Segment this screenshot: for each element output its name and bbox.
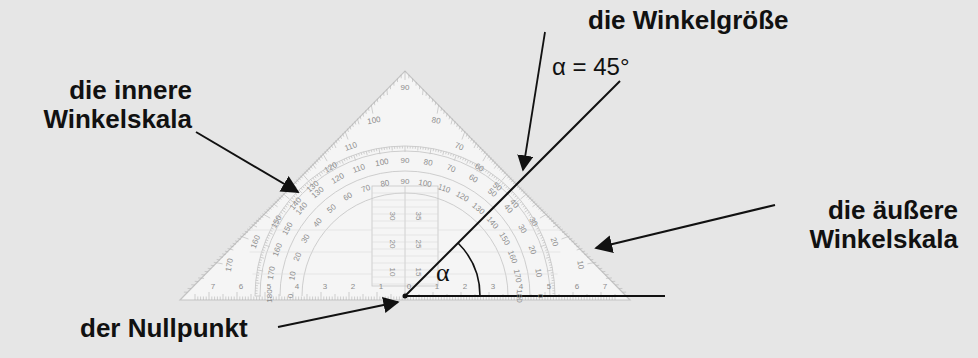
inner-scale-number: 80	[423, 158, 433, 167]
inner-scale-number: 90	[401, 178, 410, 186]
angle-symbol: α	[436, 258, 466, 287]
inner-scale-number: 70	[360, 184, 371, 195]
ruler-number: 7	[603, 283, 607, 291]
inner-scale-number: 110	[437, 183, 452, 195]
inner-scale-number: 20	[527, 244, 538, 255]
ruler-number: 4	[519, 283, 523, 291]
outer-scale-number: 60	[473, 162, 485, 173]
ruler-number: 1	[379, 283, 383, 291]
outer-scale-number: 160	[250, 234, 262, 249]
callout-label: die innere Winkelskala	[14, 76, 192, 134]
ruler-number: 20	[388, 240, 396, 249]
leader-line	[278, 302, 398, 327]
scale-ticks	[184, 71, 626, 300]
ruler-number: 7	[211, 283, 215, 291]
inner-scale-number: 30	[301, 233, 312, 245]
ruler-number: 0	[407, 283, 411, 291]
inner-scale-number: 120	[330, 172, 346, 186]
angle-leg	[405, 295, 665, 297]
inner-scale-number: 10	[288, 271, 297, 281]
ruler-number: 25	[414, 240, 422, 249]
inner-scale-number: 40	[312, 217, 324, 229]
inner-scale-number: 150	[497, 231, 511, 247]
inner-scale-number: 130	[471, 201, 486, 216]
centre-ruler	[372, 186, 438, 296]
leader-line	[196, 132, 298, 192]
outer-scale-number: 70	[454, 142, 465, 153]
inner-scale-arcs	[255, 146, 555, 296]
inner-scale-number: 180	[266, 289, 274, 302]
ruler-number: 3	[491, 283, 495, 291]
inner-scale-number: 60	[342, 192, 354, 203]
callout-label: die äußere Winkelskala	[780, 196, 958, 254]
set-square	[180, 71, 630, 300]
inner-scale-number: 170	[267, 265, 277, 280]
angle-leg	[405, 81, 620, 296]
outer-scale-number: 80	[431, 117, 441, 126]
inner-scale-number: 90	[401, 157, 410, 165]
callout-label: die Winkelgröße	[588, 6, 928, 35]
outer-scale-number: 10	[575, 260, 584, 270]
outer-scale-number: 110	[343, 141, 358, 153]
inner-scale-number: 170	[512, 269, 522, 284]
inner-scale-number: 110	[351, 163, 366, 175]
ruler-number: 6	[239, 283, 243, 291]
inner-scale-number: 140	[485, 215, 500, 230]
ruler-number: 15	[414, 268, 422, 277]
ruler-number: 2	[463, 283, 467, 291]
angle-value: α = 45°	[552, 54, 702, 81]
ruler-grid	[247, 193, 563, 284]
inner-scale-number: 0	[287, 294, 295, 298]
inner-scale-number: 180	[515, 289, 523, 302]
ruler-number: 5	[267, 283, 271, 291]
outer-scale-number: 100	[367, 116, 382, 126]
ruler-number: 4	[295, 283, 299, 291]
inner-scale-number: 120	[454, 190, 470, 204]
outer-scale-number: 30	[527, 216, 538, 228]
inner-scale-number: 80	[380, 179, 390, 188]
inner-scale-number: 60	[467, 173, 479, 184]
outer-scale-number: 20	[549, 236, 560, 247]
ruler-number: 10	[388, 268, 396, 277]
callout-label: der Nullpunkt	[80, 314, 280, 343]
ruler-number: 2	[351, 283, 355, 291]
leader-line	[523, 32, 545, 170]
inner-scale-number: 50	[326, 203, 338, 215]
inner-scale-number: 150	[281, 221, 295, 237]
ruler-number: 30	[388, 212, 396, 221]
outer-scale-number: 170	[225, 258, 235, 273]
outer-scale-number: 90	[401, 84, 410, 92]
inner-scale-number: 30	[516, 223, 527, 235]
angle-arc	[458, 243, 480, 296]
inner-scale-number: 100	[374, 158, 389, 168]
zero-point	[403, 294, 408, 299]
inner-scale-number: 0	[536, 294, 544, 298]
inner-scale-number: 70	[446, 164, 457, 175]
outer-scale-number: 150	[270, 214, 284, 230]
leader-line	[596, 205, 775, 248]
ruler-number: 3	[323, 283, 327, 291]
inner-scale-number: 160	[506, 249, 518, 264]
inner-scale-number: 160	[272, 242, 284, 257]
ruler-number: 35	[414, 212, 422, 221]
ruler-number: 1	[435, 283, 439, 291]
outer-scale-number: 120	[323, 161, 339, 175]
ruler-number: 6	[575, 283, 579, 291]
inner-scale-number: 100	[418, 179, 433, 189]
inner-scale-number: 10	[533, 267, 542, 277]
ruler-number: 5	[547, 283, 551, 291]
inner-scale-number: 20	[293, 251, 304, 262]
